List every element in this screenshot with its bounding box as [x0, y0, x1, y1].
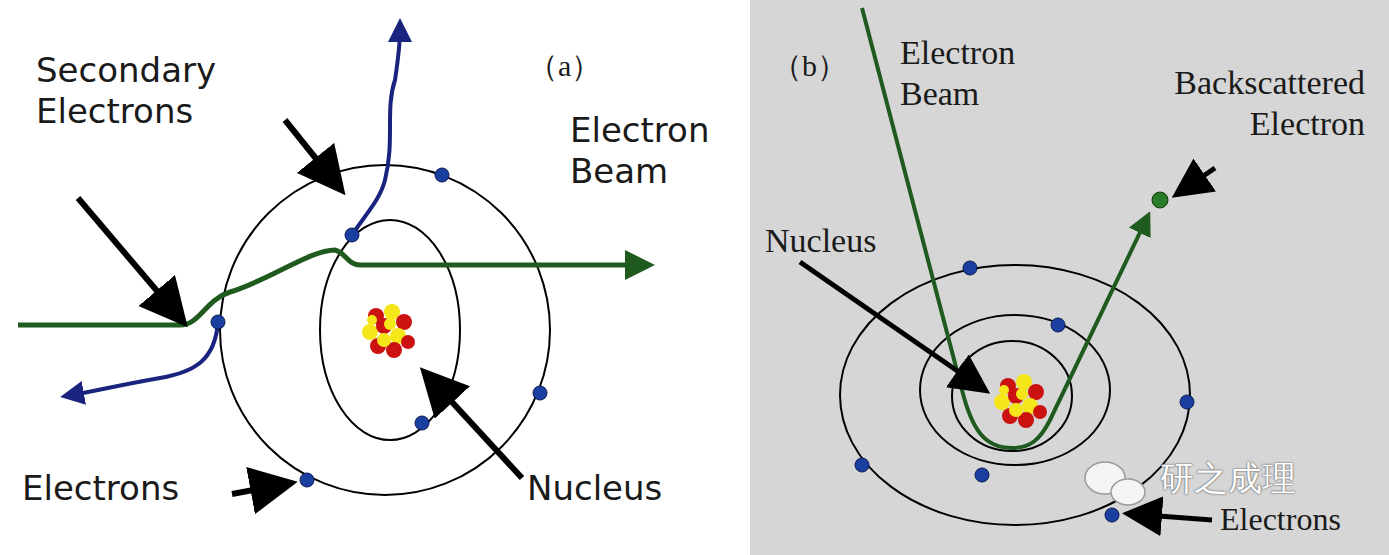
- part-label: Secondary Electrons: [36, 50, 286, 133]
- part-label: Electron Beam: [570, 110, 745, 193]
- panel-letter: （b）: [772, 48, 847, 85]
- part-label: Nucleus: [765, 220, 876, 261]
- watermark: 研之成理: [1160, 458, 1296, 499]
- watermark-icon: [1085, 462, 1145, 505]
- panel-a: [18, 30, 640, 495]
- part-label: Backscattered Electron: [1110, 62, 1365, 145]
- part-label: Electrons: [22, 468, 179, 509]
- part-label: Electron Beam: [900, 32, 1040, 115]
- panel-letter: （a）: [528, 48, 601, 85]
- part-label: Nucleus: [527, 468, 662, 509]
- part-label: Electrons: [1220, 500, 1341, 539]
- panel-b: [750, 0, 1389, 555]
